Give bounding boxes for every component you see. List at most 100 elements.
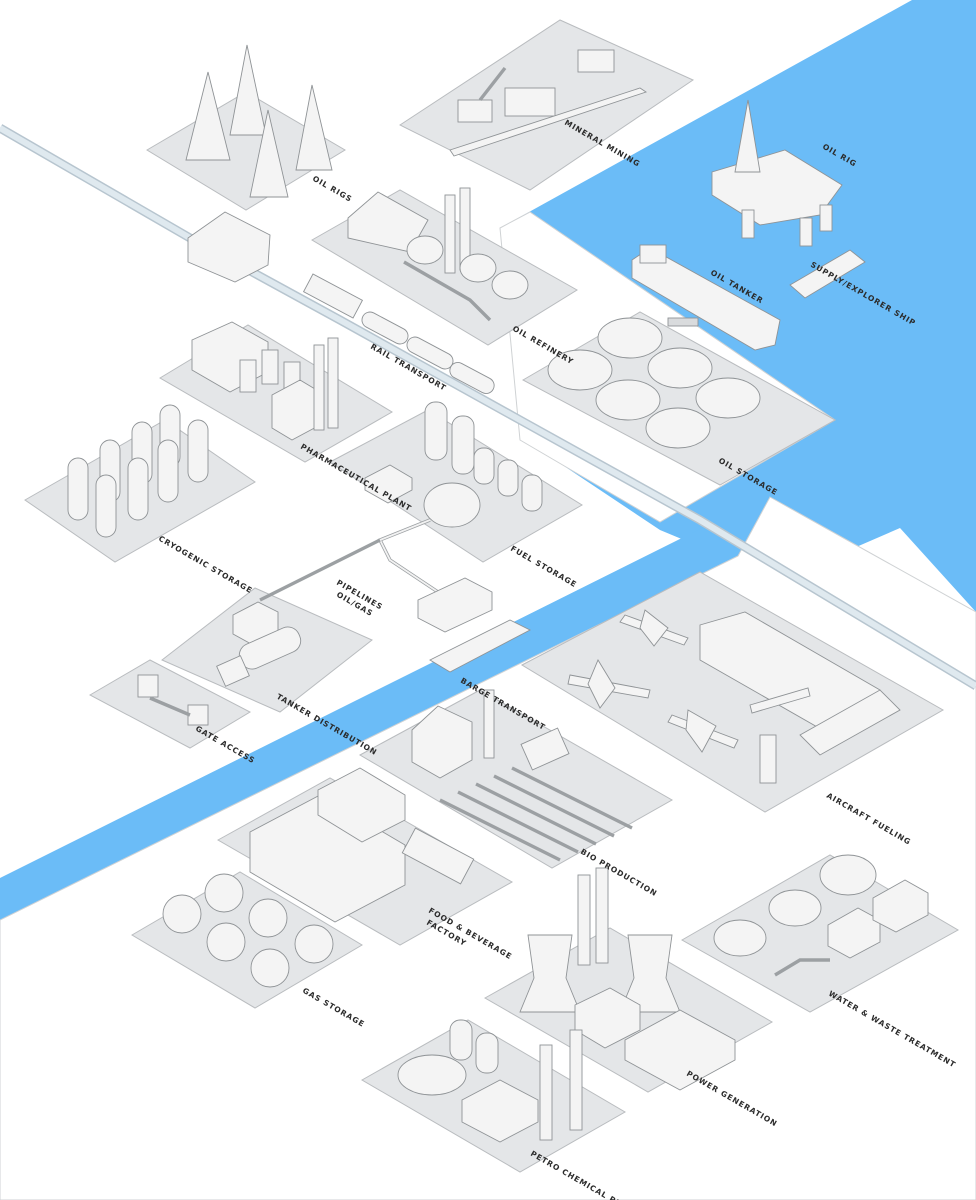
bio-production-structures (411, 689, 633, 862)
petro-vessel (475, 1032, 499, 1074)
petro-chemical-structures (397, 1019, 583, 1143)
fuel-sphere-tank (423, 482, 481, 528)
rail-tank-car (361, 311, 409, 345)
oil-storage-tanks (547, 317, 761, 449)
crop-row (475, 782, 597, 846)
bio-stack (483, 689, 495, 759)
airplane-wing (587, 659, 616, 709)
pharma-stack (327, 337, 339, 429)
rig-leg (741, 209, 755, 239)
tanker-truck-cab (216, 655, 250, 687)
refinery-tank (491, 270, 529, 300)
cryo-tank (127, 457, 149, 521)
rail-line (0, 124, 976, 690)
treatment-building (872, 879, 929, 933)
fuel-tank (473, 447, 495, 485)
gas-sphere (294, 924, 334, 964)
fuel-tank (497, 459, 519, 497)
factory-annex (317, 767, 406, 843)
bio-barn (411, 705, 473, 779)
oil-refinery-structures (347, 187, 529, 322)
tanker-distribution-structures (216, 601, 302, 687)
gate-access-structures (137, 674, 209, 726)
airplane (667, 709, 739, 753)
petro-tank (397, 1054, 467, 1096)
rig-derrick (734, 99, 761, 173)
power-stack (577, 874, 591, 966)
rail-track-inner (0, 125, 976, 689)
pipeline-terminal (417, 577, 493, 633)
airplane (619, 609, 689, 647)
airplane-wing (685, 709, 717, 753)
treatment-basin (713, 919, 767, 957)
control-tower (759, 734, 777, 784)
fuel-tank (521, 474, 543, 512)
pharma-structures (191, 321, 339, 441)
cryo-tank (67, 457, 89, 521)
petro-stack (569, 1029, 583, 1131)
oil-storage-tank (597, 317, 663, 359)
pipeline-main-inner (378, 519, 451, 601)
rig-leg (819, 204, 833, 232)
crop-row (439, 798, 561, 862)
gas-sphere (248, 898, 288, 938)
pharma-stack (313, 344, 325, 431)
label-fuel-storage: FUEL STORAGE (509, 544, 579, 589)
oil-storage-tank (595, 379, 661, 421)
tanker-dock (667, 317, 699, 327)
rail-tank-car (449, 362, 495, 394)
ships (631, 244, 866, 351)
pipelines (259, 518, 493, 633)
food-factory-structures (249, 767, 475, 923)
excavator-arm (478, 66, 507, 102)
rail-station (187, 211, 271, 283)
cryo-tank (187, 419, 209, 483)
mining-cart (577, 49, 615, 73)
power-generation-structures (519, 867, 736, 1091)
fuel-tank-tall (424, 401, 448, 461)
airplane-wing (639, 609, 669, 647)
tanker-bridge (639, 244, 667, 264)
petro-building (461, 1079, 539, 1143)
crop-row (457, 790, 579, 854)
crop-rows (439, 766, 633, 862)
fuel-tank-tall (451, 415, 475, 475)
crop-row (511, 766, 633, 830)
oil-storage-tank (695, 377, 761, 419)
label-cryogenic: CRYOGENIC STORAGE (157, 534, 254, 595)
petro-vessel (449, 1019, 473, 1061)
refinery-tank (459, 253, 497, 283)
oil-rigs-structures (185, 44, 333, 198)
treatment-building (827, 907, 881, 959)
refinery-stack (444, 194, 456, 274)
gate-post (187, 704, 209, 726)
gate-barrier (149, 696, 191, 717)
rail-transport-structures (187, 211, 495, 394)
cryogenic-structures (67, 404, 209, 538)
mineral-mining-structures (449, 49, 648, 157)
petro-stack (539, 1044, 553, 1141)
oil-storage-tank (645, 407, 711, 449)
treatment-basin (819, 854, 877, 896)
rail-car (302, 273, 364, 319)
gate-access-pad (88, 659, 252, 749)
treatment-pipe (774, 958, 830, 977)
power-turbine-hall (624, 1009, 736, 1091)
cryo-tank (157, 439, 179, 503)
hangar-wing (799, 689, 901, 756)
water-waste-structures (713, 854, 929, 977)
airplane (749, 687, 811, 714)
rig-cone (295, 84, 333, 171)
label-gate-access: GATE ACCESS (194, 724, 257, 765)
delivery-truck (401, 827, 475, 885)
oil-storage-tank (547, 349, 613, 391)
mining-track (449, 87, 648, 157)
river-channel (0, 520, 738, 920)
airplane (567, 659, 651, 709)
rig-cone (229, 44, 267, 136)
pipeline-branch (259, 538, 381, 602)
rig-cone (249, 109, 289, 198)
refinery-pipe (403, 260, 492, 322)
power-stack (595, 867, 609, 964)
gas-sphere (250, 948, 290, 988)
